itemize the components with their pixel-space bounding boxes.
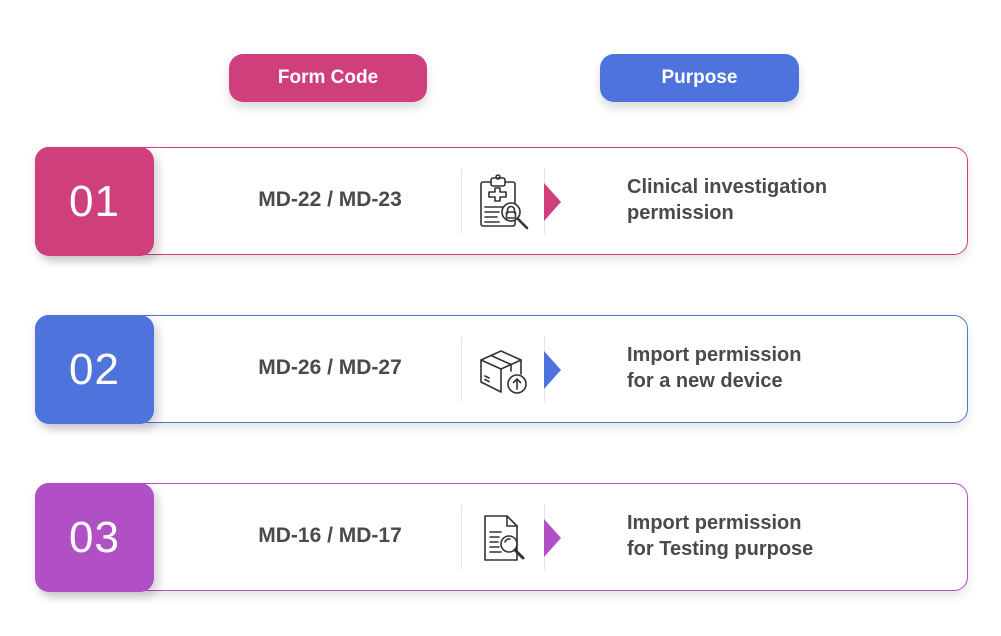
row-number: 03 — [35, 483, 154, 592]
purpose-line-2: permission — [627, 202, 734, 224]
purpose-line-2: for a new device — [627, 370, 783, 392]
form-row-3: 03 MD-16 / MD-17 Import permission for T… — [35, 483, 970, 593]
arrow-icon — [544, 519, 561, 557]
purpose-line-2: for Testing purpose — [627, 538, 814, 560]
form-code-header: Form Code — [229, 54, 427, 102]
purpose-text: Clinical investigation permission — [627, 147, 927, 253]
row-icon-box — [461, 337, 545, 402]
document-search-icon — [484, 514, 525, 561]
purpose-text: Import permission for Testing purpose — [627, 483, 927, 589]
row-icon-box — [461, 505, 545, 570]
form-row-2: 02 MD-26 / MD-27 Import permission for a… — [35, 315, 970, 425]
form-row-1: 01 MD-22 / MD-23 Clinical investigation … — [35, 147, 970, 257]
box-import-icon — [480, 349, 527, 394]
arrow-icon — [544, 183, 561, 221]
purpose-line-1: Clinical investigation — [627, 176, 828, 198]
purpose-line-1: Import permission — [627, 344, 802, 366]
purpose-text: Import permission for a new device — [627, 315, 927, 421]
clipboard-clinical-search-icon — [480, 173, 529, 229]
form-code: MD-16 / MD-17 — [258, 524, 402, 547]
form-code: MD-26 / MD-27 — [258, 356, 402, 379]
purpose-header: Purpose — [600, 54, 799, 102]
row-number: 01 — [35, 147, 154, 256]
row-icon-box — [461, 169, 545, 234]
row-number: 02 — [35, 315, 154, 424]
purpose-line-1: Import permission — [627, 512, 802, 534]
form-code: MD-22 / MD-23 — [258, 188, 402, 211]
arrow-icon — [544, 351, 561, 389]
